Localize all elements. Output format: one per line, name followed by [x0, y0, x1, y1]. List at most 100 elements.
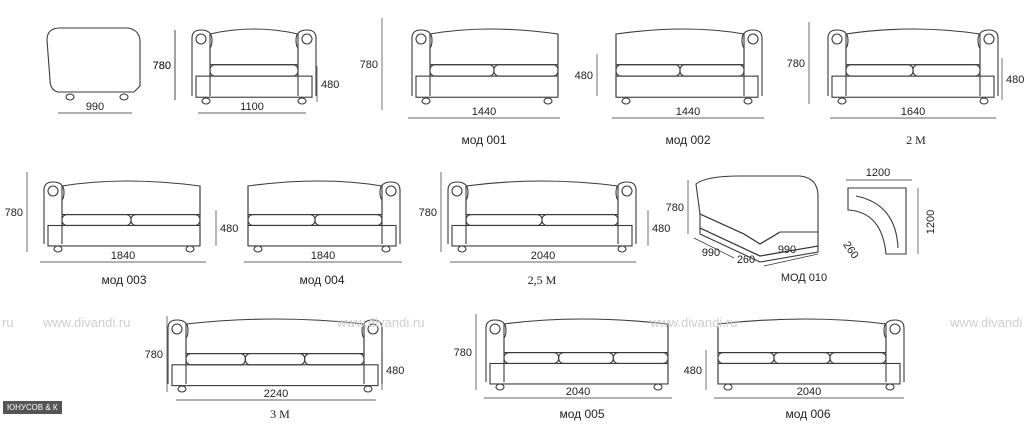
- m25-caption: 2,5 М: [528, 273, 557, 287]
- left-arm-scroll: [171, 323, 183, 335]
- model-m002: 1440 мод 002: [612, 28, 764, 147]
- left-foot: [421, 97, 431, 105]
- m005-caption: мод 005: [559, 407, 604, 421]
- side-width-label: 990: [86, 101, 104, 113]
- m2-seat-label: 480: [1006, 74, 1024, 86]
- left-foot: [837, 97, 847, 105]
- sofa-back: [247, 180, 383, 216]
- left-foot: [53, 245, 63, 253]
- right-arm: [361, 319, 383, 384]
- seat-cushion: [773, 352, 831, 365]
- m003-height-label: 780: [5, 207, 23, 219]
- m006-caption: мод 006: [785, 407, 830, 421]
- watermark-text-2: www.divandi.ru: [337, 315, 425, 330]
- left-arm-scroll: [415, 33, 427, 45]
- m001-width-label: 1440: [472, 106, 496, 118]
- sofa-base: [415, 75, 559, 98]
- left-arm-scroll: [47, 185, 59, 197]
- left-foot: [723, 383, 733, 391]
- chair-height: 780: [153, 30, 176, 100]
- seat-cushion: [185, 353, 246, 366]
- right-arm-scroll: [983, 33, 995, 45]
- m010-top-label: 1200: [866, 167, 890, 179]
- m2-width-label: 1640: [901, 106, 925, 118]
- m003-width-label: 1840: [111, 250, 135, 262]
- seat-cushion: [493, 64, 559, 77]
- seat-cushion: [558, 352, 614, 365]
- right-foot: [653, 383, 663, 391]
- sofa-back: [465, 180, 619, 216]
- right-arm-scroll: [747, 33, 759, 45]
- side-profile: [46, 27, 141, 93]
- m2-height-label: 780: [787, 58, 805, 70]
- right-foot: [543, 97, 553, 105]
- seat-cushion: [845, 64, 914, 77]
- right-arm-scroll: [621, 185, 633, 197]
- m010-left-label: 990: [702, 247, 720, 259]
- sofa-base: [171, 364, 379, 387]
- chair-seat-label: 480: [321, 79, 339, 91]
- brand-stamp: ЮНУСОВ & К: [3, 401, 62, 414]
- seat-cushion: [130, 214, 201, 227]
- right-foot: [297, 97, 307, 105]
- right-arm: [977, 29, 999, 96]
- model-side-view: 990 780: [46, 27, 176, 114]
- right-arm-scroll: [301, 33, 313, 45]
- left-foot: [495, 383, 505, 391]
- m010-side-label: 1200: [925, 210, 937, 234]
- right-foot: [885, 383, 895, 391]
- right-foot: [185, 245, 195, 253]
- seat-cushion: [503, 352, 560, 365]
- left-arm: [167, 319, 189, 384]
- chair-width-label: 1100: [240, 101, 264, 113]
- m3-caption: 3 М: [270, 407, 290, 421]
- left-arm: [485, 319, 507, 382]
- watermark-fragment-right: www.divandi: [950, 315, 1023, 330]
- left-foot: [457, 245, 467, 253]
- m010-left-line: [693, 237, 735, 259]
- watermark-text-3: www.divandi.ru: [650, 315, 738, 330]
- sofa-base: [615, 75, 759, 98]
- sofa-base: [831, 75, 995, 98]
- seat-cushion: [247, 214, 316, 227]
- right-arm: [615, 181, 637, 244]
- m006-width-label: 2040: [797, 386, 821, 398]
- chair-height-label: 780: [153, 60, 171, 72]
- model-chair: 1100 480: [191, 28, 339, 114]
- watermark-text-1: www.divandi.ru: [43, 315, 131, 330]
- left-foot: [201, 97, 211, 105]
- model-m006: 2040 мод 006: [714, 318, 905, 421]
- corner-back: [695, 175, 819, 245]
- seat-cushion: [314, 214, 383, 227]
- left-arm: [827, 29, 849, 96]
- m25-height-label: 780: [419, 207, 437, 219]
- m004-width-label: 1840: [311, 250, 335, 262]
- m25-width-label: 2040: [531, 250, 555, 262]
- m003-seat-label: 480: [220, 223, 238, 235]
- seat-cushion: [829, 352, 887, 365]
- seat-cushion: [912, 64, 981, 77]
- model-m25: 2040 780 480 2,5 М: [419, 172, 670, 287]
- m002-caption: мод 002: [665, 133, 710, 147]
- m002-width-label: 1440: [676, 106, 700, 118]
- seat-cushion: [244, 353, 306, 366]
- corner-plan: [847, 187, 907, 255]
- left-foot: [177, 385, 187, 393]
- left-foot: [621, 97, 631, 105]
- right-arm-scroll: [385, 185, 397, 197]
- sofa-back: [503, 318, 669, 354]
- right-foot: [979, 97, 989, 105]
- sofa-base: [489, 362, 669, 385]
- right-arm: [883, 319, 905, 382]
- m25-seat-label: 480: [652, 223, 670, 235]
- right-arm-scroll: [889, 323, 901, 335]
- m010-right-label: 990: [778, 244, 796, 256]
- seat-cushion: [615, 64, 681, 77]
- m001-seat-label: 480: [575, 70, 593, 82]
- left-arm: [411, 29, 433, 96]
